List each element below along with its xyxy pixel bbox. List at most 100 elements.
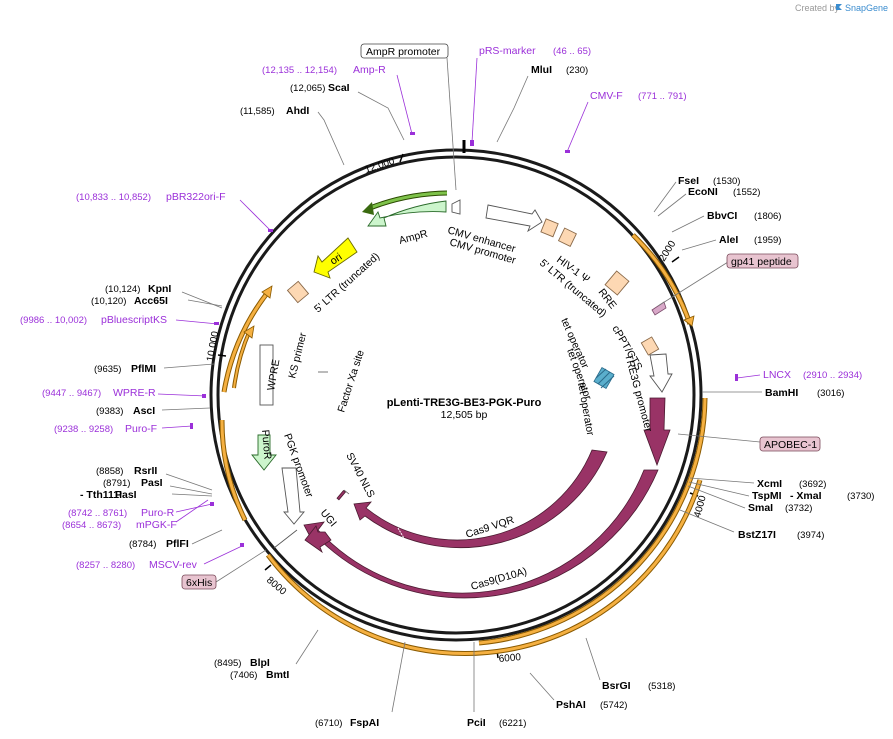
tag-6xHis[interactable]: 6xHis [181,549,267,590]
feature-PGK-promoter[interactable] [281,467,305,525]
label-ori: ori [328,251,344,267]
feature-CMV-enhancer[interactable] [485,204,543,233]
primer-WPRE-R-label[interactable]: (9447 .. 9467) WPRE-R [42,387,207,399]
credit-brand: SnapGene [845,3,888,13]
primer-LNCX-label[interactable]: LNCX (2910 .. 2934) [735,369,862,381]
tag-APOBEC-1[interactable]: APOBEC-1 [677,433,821,452]
tag-gp41-peptide[interactable]: gp41 peptide [657,253,799,307]
enzyme-pos-BsrGI: (5318) [648,681,675,692]
primer-name-Puro-R: Puro-R [141,507,175,519]
feature-AmpR-promoter[interactable] [451,199,461,215]
primer-Puro-F-label[interactable]: (9238 .. 9258) Puro-F [54,423,193,435]
enzyme-FseI-label[interactable]: FseI (1530) [653,175,740,213]
outer-orange-arcs [219,190,708,657]
enzyme-SmaI-label[interactable]: SmaI (3732) [687,485,812,514]
tick-mark-2000 [671,256,680,263]
enzyme-pos-BlpI: (8784) [129,539,156,550]
enzyme-name-XcmI: XcmI [757,478,782,490]
feature-UGI[interactable] [304,525,332,554]
enzyme-PasI-label[interactable]: (8791) PasI [103,477,213,495]
primer-pBR322ori-F-label[interactable]: (10,833 .. 10,852) pBR322ori-F [76,191,273,233]
primer-name-pBR322ori-F: pBR322ori-F [166,191,226,203]
feature-tet-operator-block[interactable] [593,367,615,389]
enzyme-MluI-label[interactable]: MluI (230) [496,64,588,143]
tick-label-10000: 10,000 [205,330,221,362]
enzyme-BsrGI-label[interactable]: BsrGI (5318) [585,637,675,692]
primer-pBluescriptKS-label[interactable]: (9986 .. 10,002) pBluescriptKS [20,314,219,326]
enzyme-PshAI-label[interactable]: PshAI (5742) [529,672,627,711]
enzyme-name-ScaI: ScaI [328,82,350,94]
cds-arcs[interactable] [303,397,671,599]
enzyme-KpnI-Acc65I-label[interactable]: (10,124) KpnI (10,120) Acc65I [91,283,223,309]
snapgene-logo-icon [836,4,842,10]
plasmid-size: 12,505 bp [441,409,488,421]
enzyme-name-FspAI: FspAI [350,717,379,729]
enzyme-pos-KpnI: (10,124) [105,284,140,295]
enzyme-pos-PshAI: (5742) [600,700,627,711]
tick-mark-8000 [264,564,272,571]
feature-LTR5-left-box[interactable] [286,280,310,304]
feature-cPPT-CTS-box[interactable] [640,336,660,356]
enzyme-AscI-label[interactable]: (9383) AscI [96,405,211,417]
feature-LTR5-top-box[interactable] [557,227,577,247]
label-SV40-NLS: SV40 NLS [343,451,377,500]
primer-name-mPGK-F: mPGK-F [136,519,177,531]
primer-mPGK-F-label[interactable]: (8654 .. 8673) mPGK-F [62,499,209,531]
enzyme-PflMI-label[interactable]: (9635) PflMI [94,363,215,375]
backbone-outer-strand [209,148,703,642]
enzyme-pos-FseI: (1530) [713,176,740,187]
tick-mark-10000 [217,354,227,357]
enzyme-name-FseI: FseI [678,175,699,187]
feature-WPRE[interactable] [259,344,274,406]
primer-pos-CMV-F: (771 .. 791) [638,91,687,102]
feature-HIV-1-psi-box[interactable] [540,218,559,238]
enzyme-PflFI-Tth111I-label[interactable]: - Tth111I PasI [80,489,213,501]
enzyme-XcmI-label[interactable]: XcmI (3692) [689,477,826,490]
enzyme-RsrII-label[interactable]: (8858) RsrII [96,465,213,491]
feature-SV40-NLS[interactable] [336,489,346,501]
tag-AmpR-promoter[interactable]: AmpR promoter [360,43,457,191]
enzyme-BmtI-NheI-label[interactable]: (8495) BlpI (7406) BmtI [214,629,319,681]
enzyme-FspAI-label[interactable]: (6710) FspAI [315,641,406,729]
primer-name-pBluescriptKS: pBluescriptKS [101,314,167,326]
enzyme-name-PflFI: - Tth111I [80,489,122,501]
feature-APOBEC-1[interactable] [643,397,671,467]
label-KS-primer: KS primer [286,331,309,380]
enzyme-AhdI-label[interactable]: (11,585) AhdI [240,105,345,166]
enzyme-pos-PciI: (6221) [499,718,526,729]
feature-AmpR[interactable] [367,200,447,227]
label-tet-operator-3: tet operator [575,381,596,436]
primer-Puro-R-label[interactable]: (8742 .. 8761) Puro-R [68,502,214,519]
primer-Amp-R-label[interactable]: (12,135 .. 12,154) Amp-R [262,64,415,135]
enzyme-name-BstZ17I: BstZ17I [738,529,776,541]
feature-Cas9-VQR[interactable] [353,449,608,549]
tick-label-6000: 6000 [498,652,522,665]
tag-label-gp41-peptide: gp41 peptide [731,256,792,268]
enzyme-AleI-label[interactable]: AleI (1959) [681,234,781,251]
enzyme-EcoNI-label[interactable]: EcoNI (1552) [657,186,760,217]
enzyme-BbvCI-label[interactable]: BbvCI (1806) [671,210,781,233]
primer-pRS-marker-label[interactable]: pRS-marker (46 .. 65) [470,45,591,146]
primer-CMV-F-label[interactable]: CMV-F (771 .. 791) [565,90,687,153]
enzyme-name-AscI: AscI [133,405,155,417]
feature-PuroR[interactable] [251,434,277,471]
enzyme-pos-BstZ17I: (3974) [797,530,824,541]
label-PuroR: PuroR [259,429,274,460]
enzyme-name-EcoNI: EcoNI [688,186,718,198]
enzyme-BamHI-label[interactable]: BamHI (3016) [702,387,844,399]
enzyme-name-BsrGI: BsrGI [602,680,631,692]
enzyme-ScaI-label[interactable]: (12,065) ScaI [290,82,405,141]
enzyme-pos-AscI: (9383) [96,406,123,417]
enzyme-TspMI-XmaI-label[interactable]: TspMI - XmaI (3730) [688,481,874,502]
enzyme-name-BmtI: BlpI [250,657,270,669]
primer-pos-pBR322ori-F: (10,833 .. 10,852) [76,192,151,203]
feature-TRE3G-promoter[interactable] [649,353,673,393]
feature-gp41-marker[interactable] [651,301,667,316]
tag-label-APOBEC-1: APOBEC-1 [764,439,817,451]
feature-RRE-box[interactable] [604,270,630,296]
enzyme-BlpI-label[interactable]: (8784) PflFI [129,529,223,550]
feature-ori[interactable] [313,237,358,279]
enzyme-BstZ17I-label[interactable]: BstZ17I (3974) [679,509,824,541]
enzyme-PciI-label[interactable]: PciI (6221) [467,642,526,729]
primer-MSCV-rev-label[interactable]: (8257 .. 8280) MSCV-rev [76,543,244,571]
